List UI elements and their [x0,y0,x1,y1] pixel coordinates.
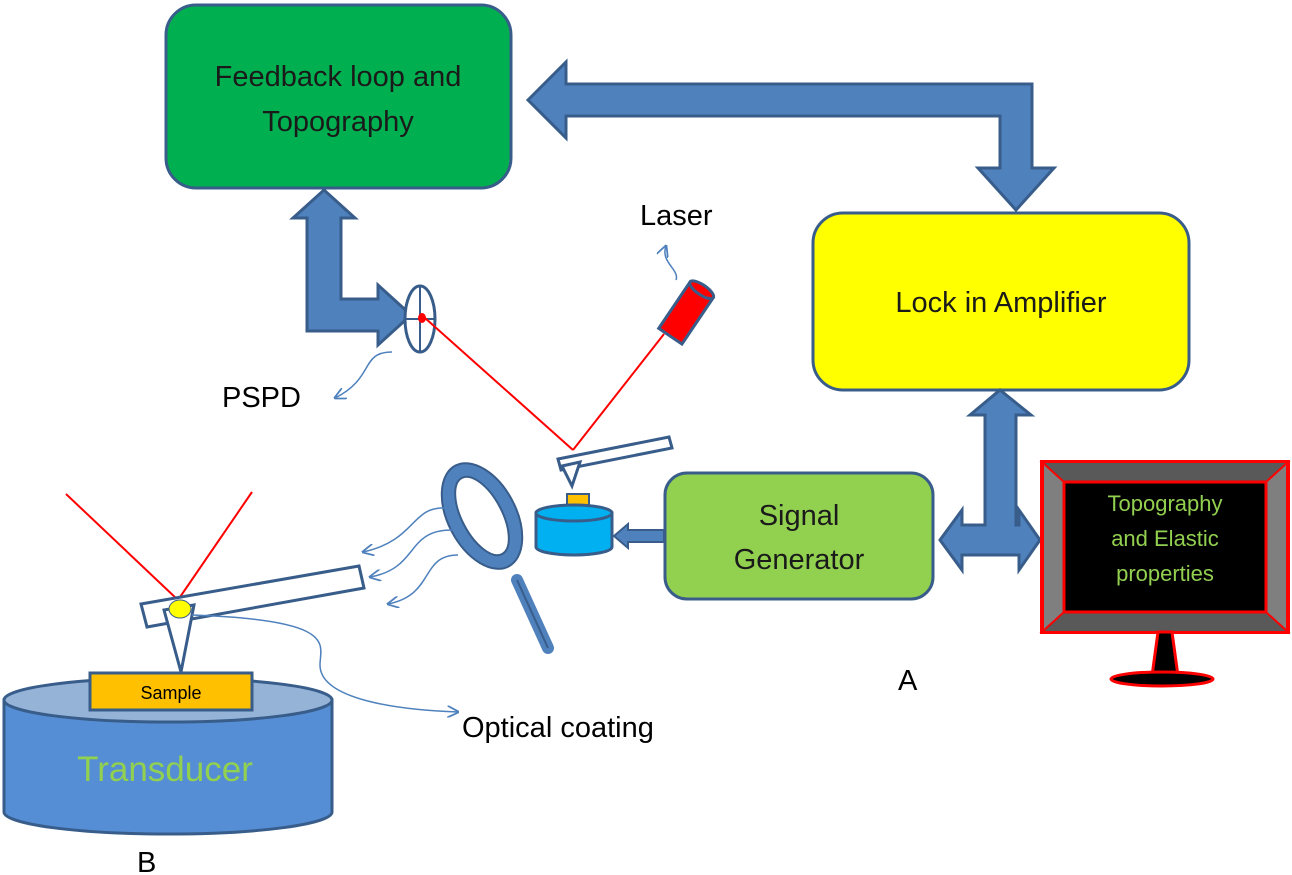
signal-lockin-monitor-arrow [938,388,1042,575]
monitor-label-line2: and Elastic [1111,526,1219,551]
panel-a-label: A [898,665,918,697]
piezo-actuator [534,493,614,557]
panel-b-label: B [137,847,156,875]
laser-label: Laser [640,200,713,232]
optical-coating-label: Optical coating [462,712,654,744]
pspd-pointer [335,351,393,398]
feedback-pspd-arrow [289,187,414,349]
signal-label-line1: Signal [759,500,840,532]
lockin-label: Lock in Amplifier [895,287,1106,319]
feedback-label-line1: Feedback loop and [215,61,462,93]
transducer-label: Transducer [77,750,253,789]
optical-coating-spot [168,599,192,619]
optical-coating-pointer [191,614,458,712]
sample-label: Sample [140,683,201,703]
pspd-label: PSPD [222,382,301,414]
monitor-label-line3: properties [1116,561,1214,586]
laser-beam-reflected [424,317,574,451]
feedback-block [164,3,513,190]
laser-icon [656,279,716,347]
monitor-label-line1: Topography [1108,491,1223,516]
signal-label-line2: Generator [734,544,865,576]
cantilever-tip-top [556,435,674,490]
zoom-curve-3 [388,554,459,604]
feedback-label-line2: Topography [262,106,414,138]
pspd-icon [403,284,437,354]
zoom-laser-right [177,491,253,601]
cantilever-zoomed [139,564,366,673]
magnifier-icon [440,462,554,654]
signal-to-piezo-arrow [612,521,665,551]
zoom-curve-1 [363,507,449,552]
laser-pointer [665,246,678,281]
monitor-icon [1039,460,1291,688]
zoom-curve-2 [370,529,453,577]
laser-beam-incident [572,333,665,451]
zoom-laser-left [65,493,179,601]
signal-generator-block [663,471,935,601]
sample-block [88,671,254,712]
feedback-lockin-arrow [525,58,1058,213]
